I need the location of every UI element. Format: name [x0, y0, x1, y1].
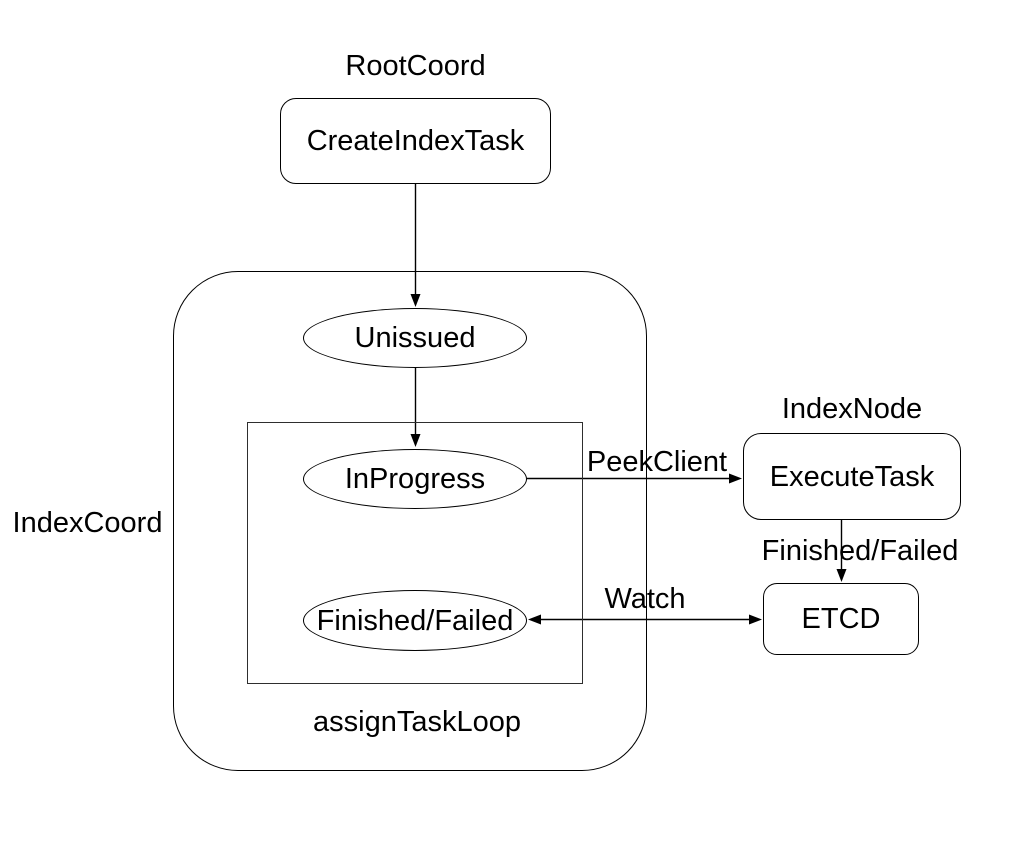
edge-label-finished-failed: Finished/Failed — [761, 535, 959, 567]
node-execute-task-label: ExecuteTask — [769, 460, 935, 493]
title-assign-task-loop: assignTaskLoop — [313, 706, 521, 738]
node-unissued: Unissued — [303, 308, 527, 368]
node-create-index-task-label: CreateIndexTask — [306, 125, 525, 157]
arrowhead-down-etcd — [836, 569, 847, 582]
node-execute-task: ExecuteTask — [743, 433, 961, 520]
node-create-index-task: CreateIndexTask — [280, 98, 551, 184]
indexcoord-group-box — [173, 271, 647, 771]
node-finished-failed: Finished/Failed — [303, 590, 527, 651]
node-finished-failed-label: Finished/Failed — [316, 604, 514, 637]
node-unissued-label: Unissued — [354, 322, 476, 354]
edge-label-peek-client: PeekClient — [586, 446, 728, 478]
node-in-progress: InProgress — [303, 449, 527, 509]
node-etcd: ETCD — [763, 583, 919, 655]
node-in-progress-label: InProgress — [344, 463, 486, 495]
title-index-coord: IndexCoord — [12, 507, 163, 539]
assigntaskloop-group-box — [247, 422, 583, 684]
node-etcd-label: ETCD — [801, 603, 881, 635]
arrowhead-right-etcd-watch — [749, 614, 762, 625]
edge-label-watch: Watch — [604, 583, 686, 615]
title-index-node: IndexNode — [781, 393, 923, 425]
title-root-coord: RootCoord — [345, 50, 486, 82]
